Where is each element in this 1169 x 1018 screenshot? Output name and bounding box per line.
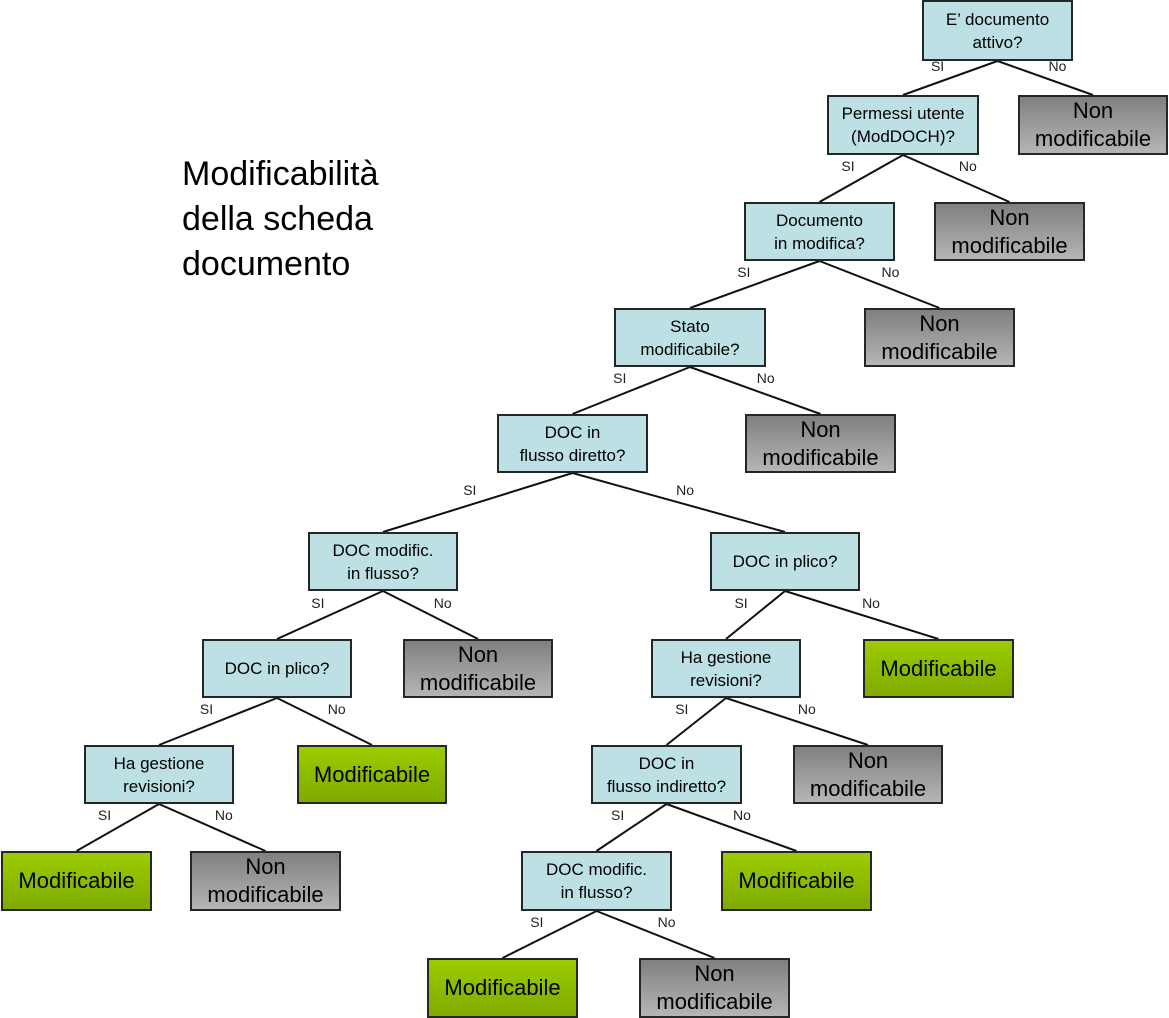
edge-label-q7-m1: No [862,594,880,611]
edge-q4-n4 [689,366,821,415]
edge-label-q4-n4: No [756,370,775,387]
edge-q1-q2 [902,60,998,96]
node-m3-text: Modificabile [18,868,135,893]
node-n5-text: Non modificabile [419,641,537,695]
node-m2-text: Modificabile [313,761,431,787]
edge-q8-q10 [158,697,278,746]
edge-q2-q3 [819,154,904,203]
node-n4-text: Non modificabile [762,416,879,470]
edge-q11-m4 [666,803,797,852]
edge-label-q2-q3: SI [841,158,855,175]
edge-label-q3-q4: SI [737,264,751,281]
node-q6-text: DOC modific. in flusso? [332,540,434,583]
node-q4-text: Stato modificabile? [640,316,740,359]
node-m4: Modificabile [721,851,872,911]
node-q1: E’ documento attivo? [922,0,1073,61]
node-n1: Non modificabile [1018,95,1168,155]
node-n8-text: Non modificabile [656,961,773,1014]
edge-q8-m2 [276,697,373,746]
node-m1-text: Modificabile [880,655,997,681]
node-n5: Non modificabile [403,639,553,698]
edge-q5-q7 [572,472,786,533]
node-n2: Non modificabile [934,202,1085,261]
node-q7-text: DOC in plico? [732,552,838,571]
edge-label-q8-q10: SI [199,701,214,718]
edge-q1-n1 [997,60,1094,96]
edge-label-q6-q8: SI [311,594,325,611]
edge-q3-q4 [689,260,820,309]
edge-label-q4-q5: SI [613,370,627,387]
edge-label-q5-q7: No [676,481,695,498]
edge-label-q7-q9: SI [734,594,748,611]
node-n3-text: Non modificabile [881,310,998,364]
edge-label-q12-n8: No [657,914,676,931]
node-q9-text: Ha gestione revisioni? [680,647,772,690]
node-q2-text: Permessi utente (ModDOCH)? [841,104,965,146]
node-q5: DOC in flusso diretto? [497,414,648,473]
node-q11: DOC in flusso indiretto? [591,745,742,804]
edge-label-q1-n1: No [1048,58,1067,75]
edge-label-q10-m3: SI [97,807,112,824]
node-q10: Ha gestione revisioni? [84,745,234,804]
edge-label-q11-m4: No [733,807,751,824]
node-q12-text: DOC modific. in flusso? [545,860,648,902]
node-m5-text: Modificabile [444,975,561,1000]
edge-q3-n3 [819,260,940,309]
node-q8-text: DOC in plico? [224,659,330,678]
edge-label-q5-q6: SI [463,481,477,498]
edge-label-q12-m5: SI [530,914,544,931]
edge-label-q6-n5: No [433,594,452,611]
edge-q2-n2 [902,154,1010,203]
edge-label-q11-q12: SI [611,807,625,824]
edge-label-q9-n6: No [797,701,816,718]
node-q5-text: DOC in flusso diretto? [519,422,626,465]
edge-label-q10-n7: No [214,807,233,824]
diagram-title: Modificabilità della scheda documento [182,155,379,283]
edge-q7-q9 [725,590,786,640]
node-q6: DOC modific. in flusso? [308,532,458,591]
node-n6: Non modificabile [793,745,943,804]
edge-label-q2-n2: No [958,158,977,175]
edge-label-q3-n3: No [881,264,900,281]
edge-q9-n6 [725,697,869,746]
node-n7: Non modificabile [190,851,341,911]
node-q11-text: DOC in flusso indiretto? [606,753,727,796]
node-n7-text: Non modificabile [207,854,324,907]
node-n8: Non modificabile [639,958,790,1018]
node-q8: DOC in plico? [202,639,352,698]
node-m4-text: Modificabile [738,868,855,893]
edge-q10-m3 [76,803,160,852]
node-q12: DOC modific. in flusso? [521,851,672,911]
edge-q11-q12 [595,803,668,852]
edge-q7-m1 [784,590,939,640]
node-q3: Documento in modifica? [744,202,895,261]
node-q1-text: E’ documento attivo? [945,9,1050,52]
node-m3: Modificabile [1,851,152,911]
edge-q10-n7 [158,803,266,852]
node-m2: Modificabile [297,745,447,804]
node-q2: Permessi utente (ModDOCH)? [827,95,979,155]
edge-q12-m5 [502,910,597,959]
node-n3: Non modificabile [864,308,1015,367]
node-m1: Modificabile [863,639,1014,698]
node-n6-text: Non modificabile [809,747,927,801]
node-q7: DOC in plico? [710,532,860,591]
node-n2-text: Non modificabile [951,204,1068,258]
node-n1-text: Non modificabile [1034,98,1152,151]
edge-q6-n5 [382,590,479,640]
node-q4: Stato modificabile? [614,308,766,367]
node-q10-text: Ha gestione revisioni? [113,753,205,796]
edge-label-q1-q2: SI [930,58,945,75]
node-n4: Non modificabile [745,414,896,473]
edge-q9-q11 [665,697,727,746]
node-m5: Modificabile [427,958,578,1018]
edge-label-q8-m2: No [327,701,346,718]
edge-label-q9-q11: SI [675,701,689,718]
edge-q6-q8 [276,590,384,640]
edge-q4-q5 [572,366,691,415]
edge-q5-q6 [382,472,573,533]
node-q9: Ha gestione revisioni? [651,639,801,698]
node-q3-text: Documento in modifica? [774,210,865,253]
edge-q12-n8 [596,910,715,959]
